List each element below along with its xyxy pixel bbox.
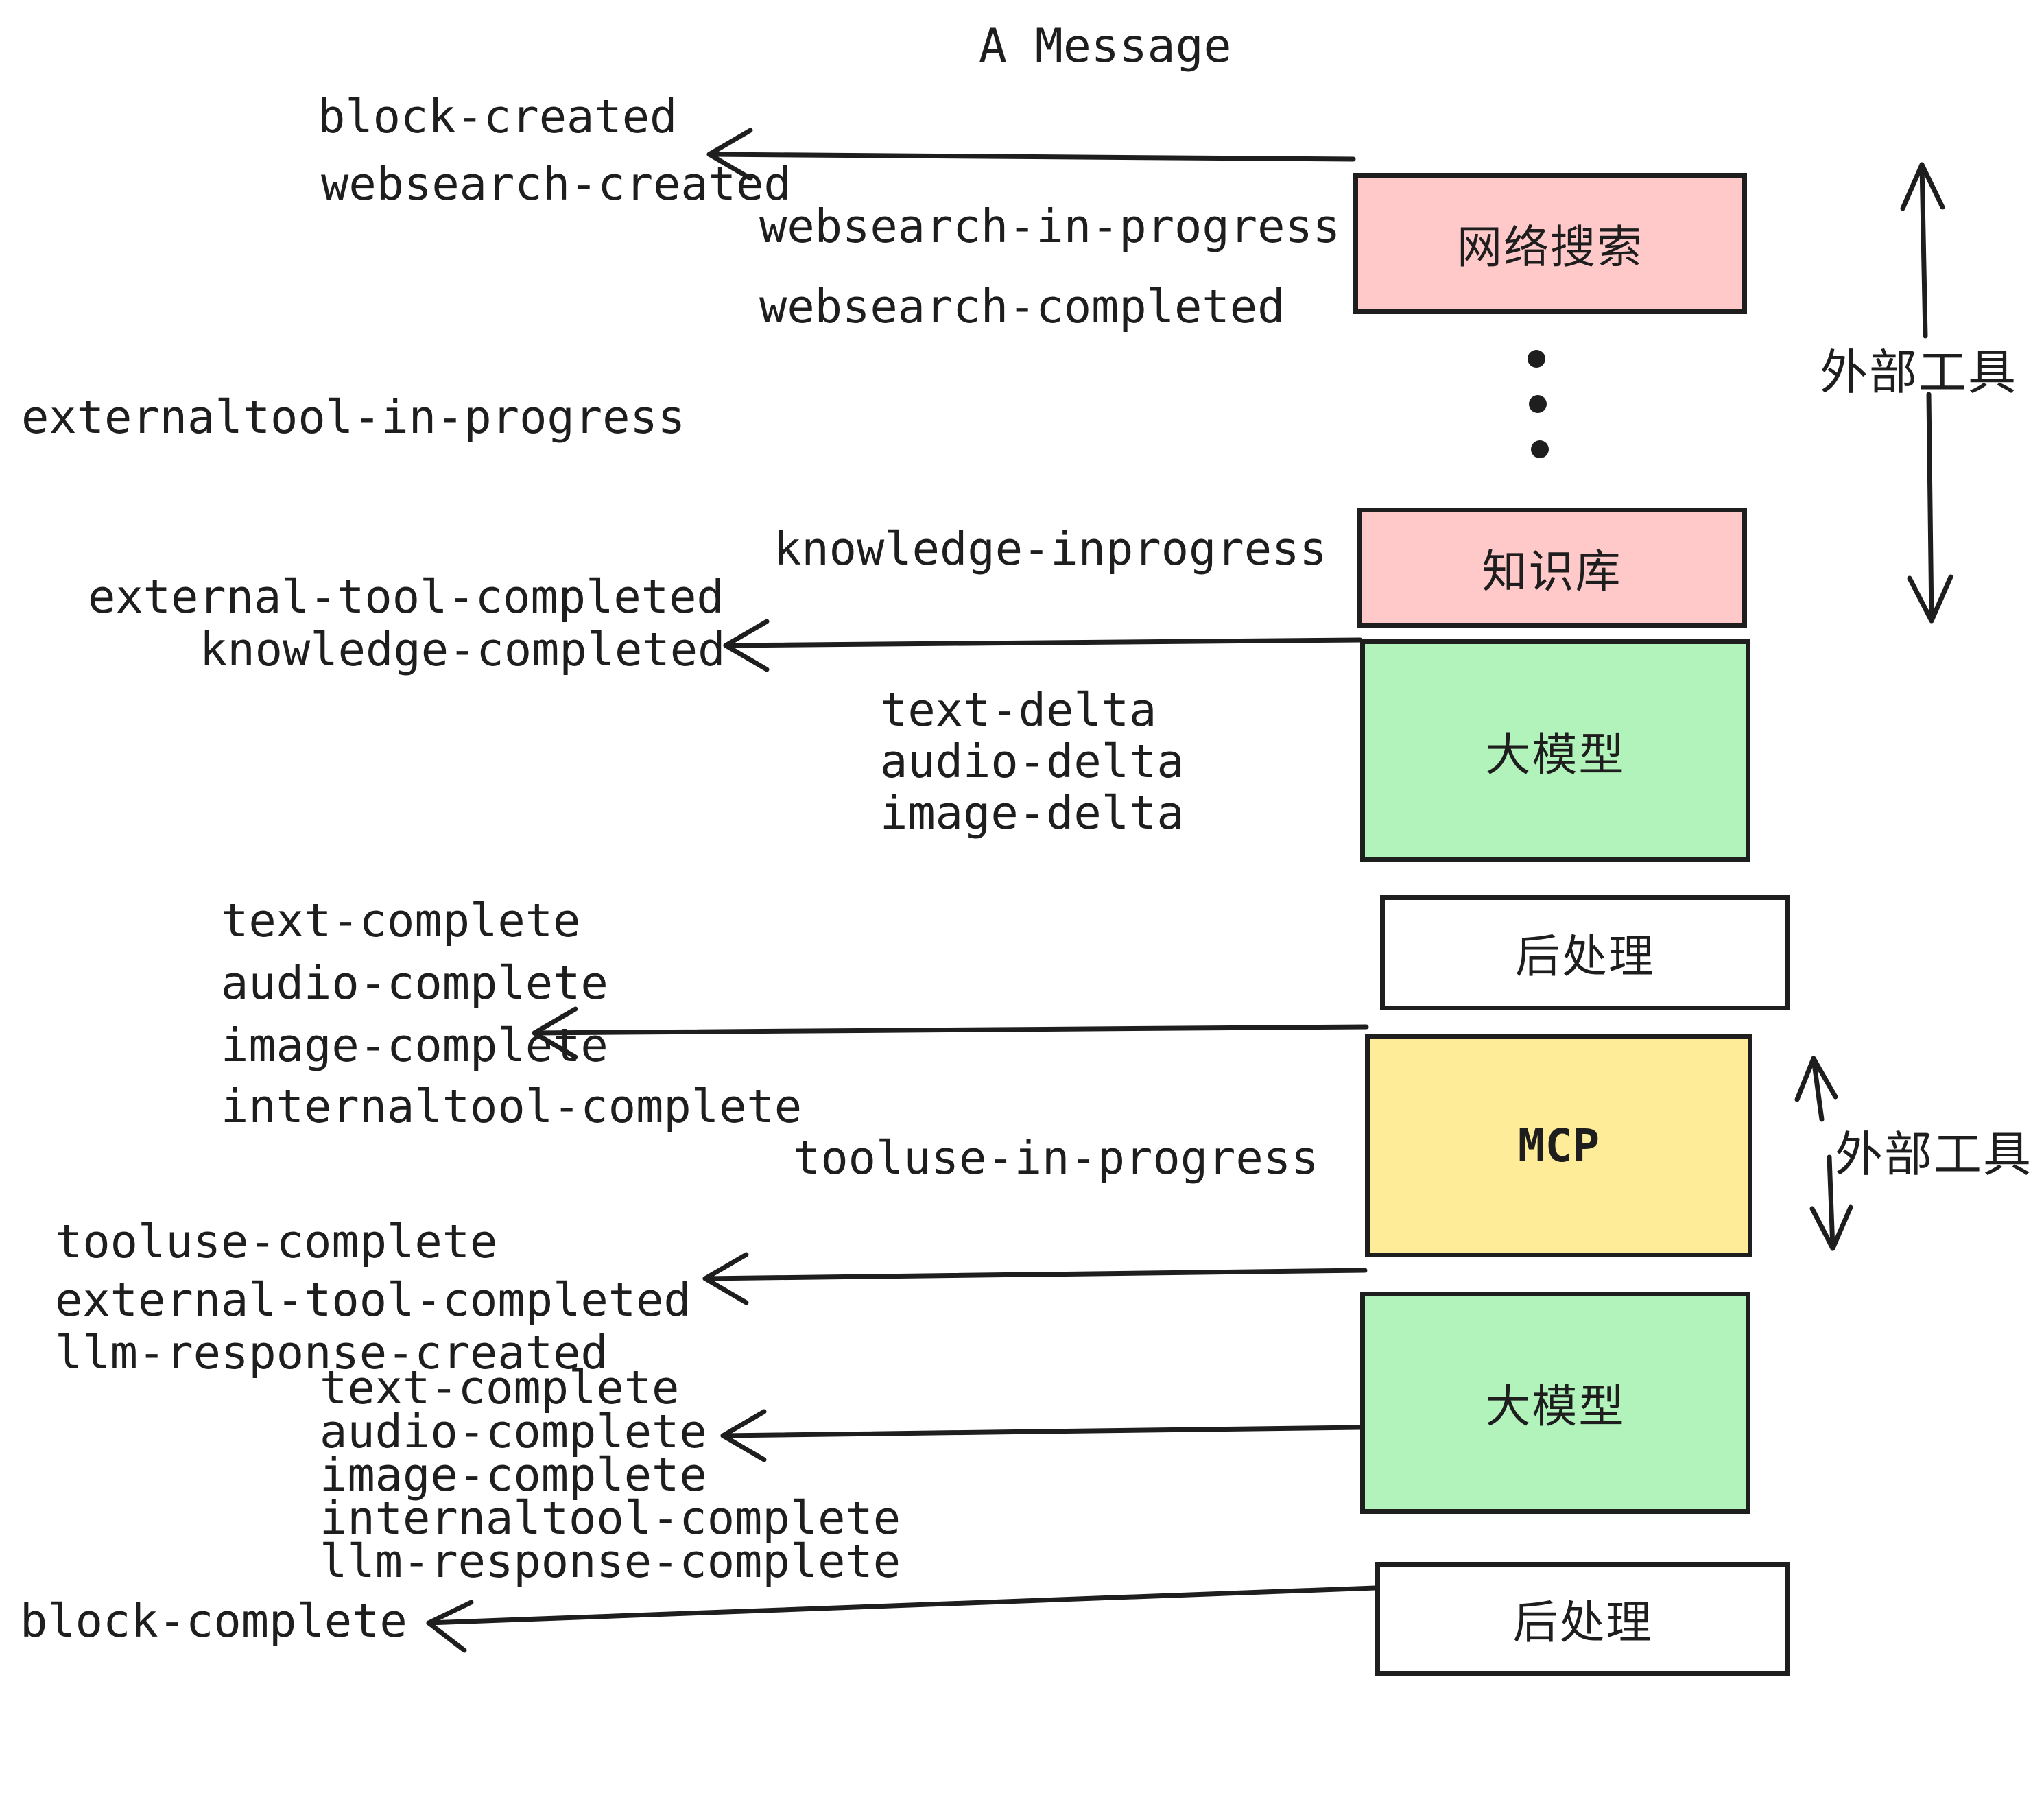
node-llm-2: 大模型 bbox=[1360, 1292, 1750, 1514]
event-llm-response-created: llm-response-created bbox=[55, 1326, 608, 1379]
label-external-tools-1: 外部工具 bbox=[1820, 344, 2017, 401]
event-image-complete-2: image-complete bbox=[320, 1448, 707, 1502]
ellipsis-dots bbox=[1528, 350, 1549, 458]
arrow-block-complete bbox=[426, 1585, 1378, 1653]
event-websearch-in-progress: websearch-in-progress bbox=[759, 200, 1341, 253]
node-post-1: 后处理 bbox=[1380, 895, 1790, 1010]
event-text-delta-1: text-delta bbox=[880, 683, 1157, 737]
event-text-complete-2: text-complete bbox=[320, 1361, 680, 1414]
event-image-delta-1: image-delta bbox=[880, 786, 1185, 840]
event-internaltool-complete-2: internaltool-complete bbox=[320, 1491, 901, 1545]
arrow-websearch-created bbox=[706, 128, 1356, 181]
event-websearch-created: websearch-created bbox=[321, 157, 792, 211]
event-tooluse-complete: tooluse-complete bbox=[55, 1215, 498, 1268]
event-externaltool-in-progress: externaltool-in-progress bbox=[21, 390, 686, 444]
event-tooluse-in-progress: tooluse-in-progress bbox=[793, 1131, 1319, 1185]
event-knowledge-completed: knowledge-completed bbox=[200, 623, 726, 676]
arrow-llm-complete bbox=[720, 1409, 1363, 1462]
event-websearch-completed: websearch-completed bbox=[759, 280, 1285, 333]
arrow-knowledge-completed bbox=[723, 619, 1363, 672]
event-block-complete: block-complete bbox=[20, 1594, 407, 1648]
event-knowledge-inprogress: knowledge-inprogress bbox=[774, 522, 1327, 575]
event-audio-delta-1: audio-delta bbox=[880, 735, 1185, 788]
event-external-tool-completed-2: external-tool-completed bbox=[55, 1273, 691, 1327]
node-knowledge: 知识库 bbox=[1357, 508, 1747, 628]
event-llm-response-complete: llm-response-complete bbox=[320, 1534, 901, 1588]
arrow-internal-complete bbox=[532, 1006, 1369, 1060]
arrow-tooluse-complete bbox=[702, 1252, 1368, 1305]
event-audio-complete-2: audio-complete bbox=[320, 1405, 707, 1458]
event-audio-complete-1: audio-complete bbox=[221, 956, 608, 1010]
node-llm-1: 大模型 bbox=[1360, 639, 1750, 862]
arrow-external-tools-up-1 bbox=[1900, 162, 1945, 339]
event-external-tool-completed: external-tool-completed bbox=[88, 570, 724, 624]
diagram-title: A Message bbox=[979, 19, 1232, 73]
event-block-created: block-created bbox=[318, 90, 678, 143]
node-websearch: 网络搜索 bbox=[1353, 173, 1747, 314]
label-external-tools-2: 外部工具 bbox=[1835, 1126, 2032, 1183]
event-text-complete-1: text-complete bbox=[221, 894, 581, 947]
event-image-complete-1: image-complete bbox=[221, 1019, 608, 1072]
node-post-2: 后处理 bbox=[1375, 1562, 1790, 1676]
node-mcp: MCP bbox=[1365, 1034, 1752, 1257]
event-internaltool-complete-1: internaltool-complete bbox=[221, 1080, 803, 1133]
arrow-external-tools-down-1 bbox=[1907, 392, 1953, 624]
arrow-external-tools-up-2 bbox=[1794, 1056, 1838, 1122]
